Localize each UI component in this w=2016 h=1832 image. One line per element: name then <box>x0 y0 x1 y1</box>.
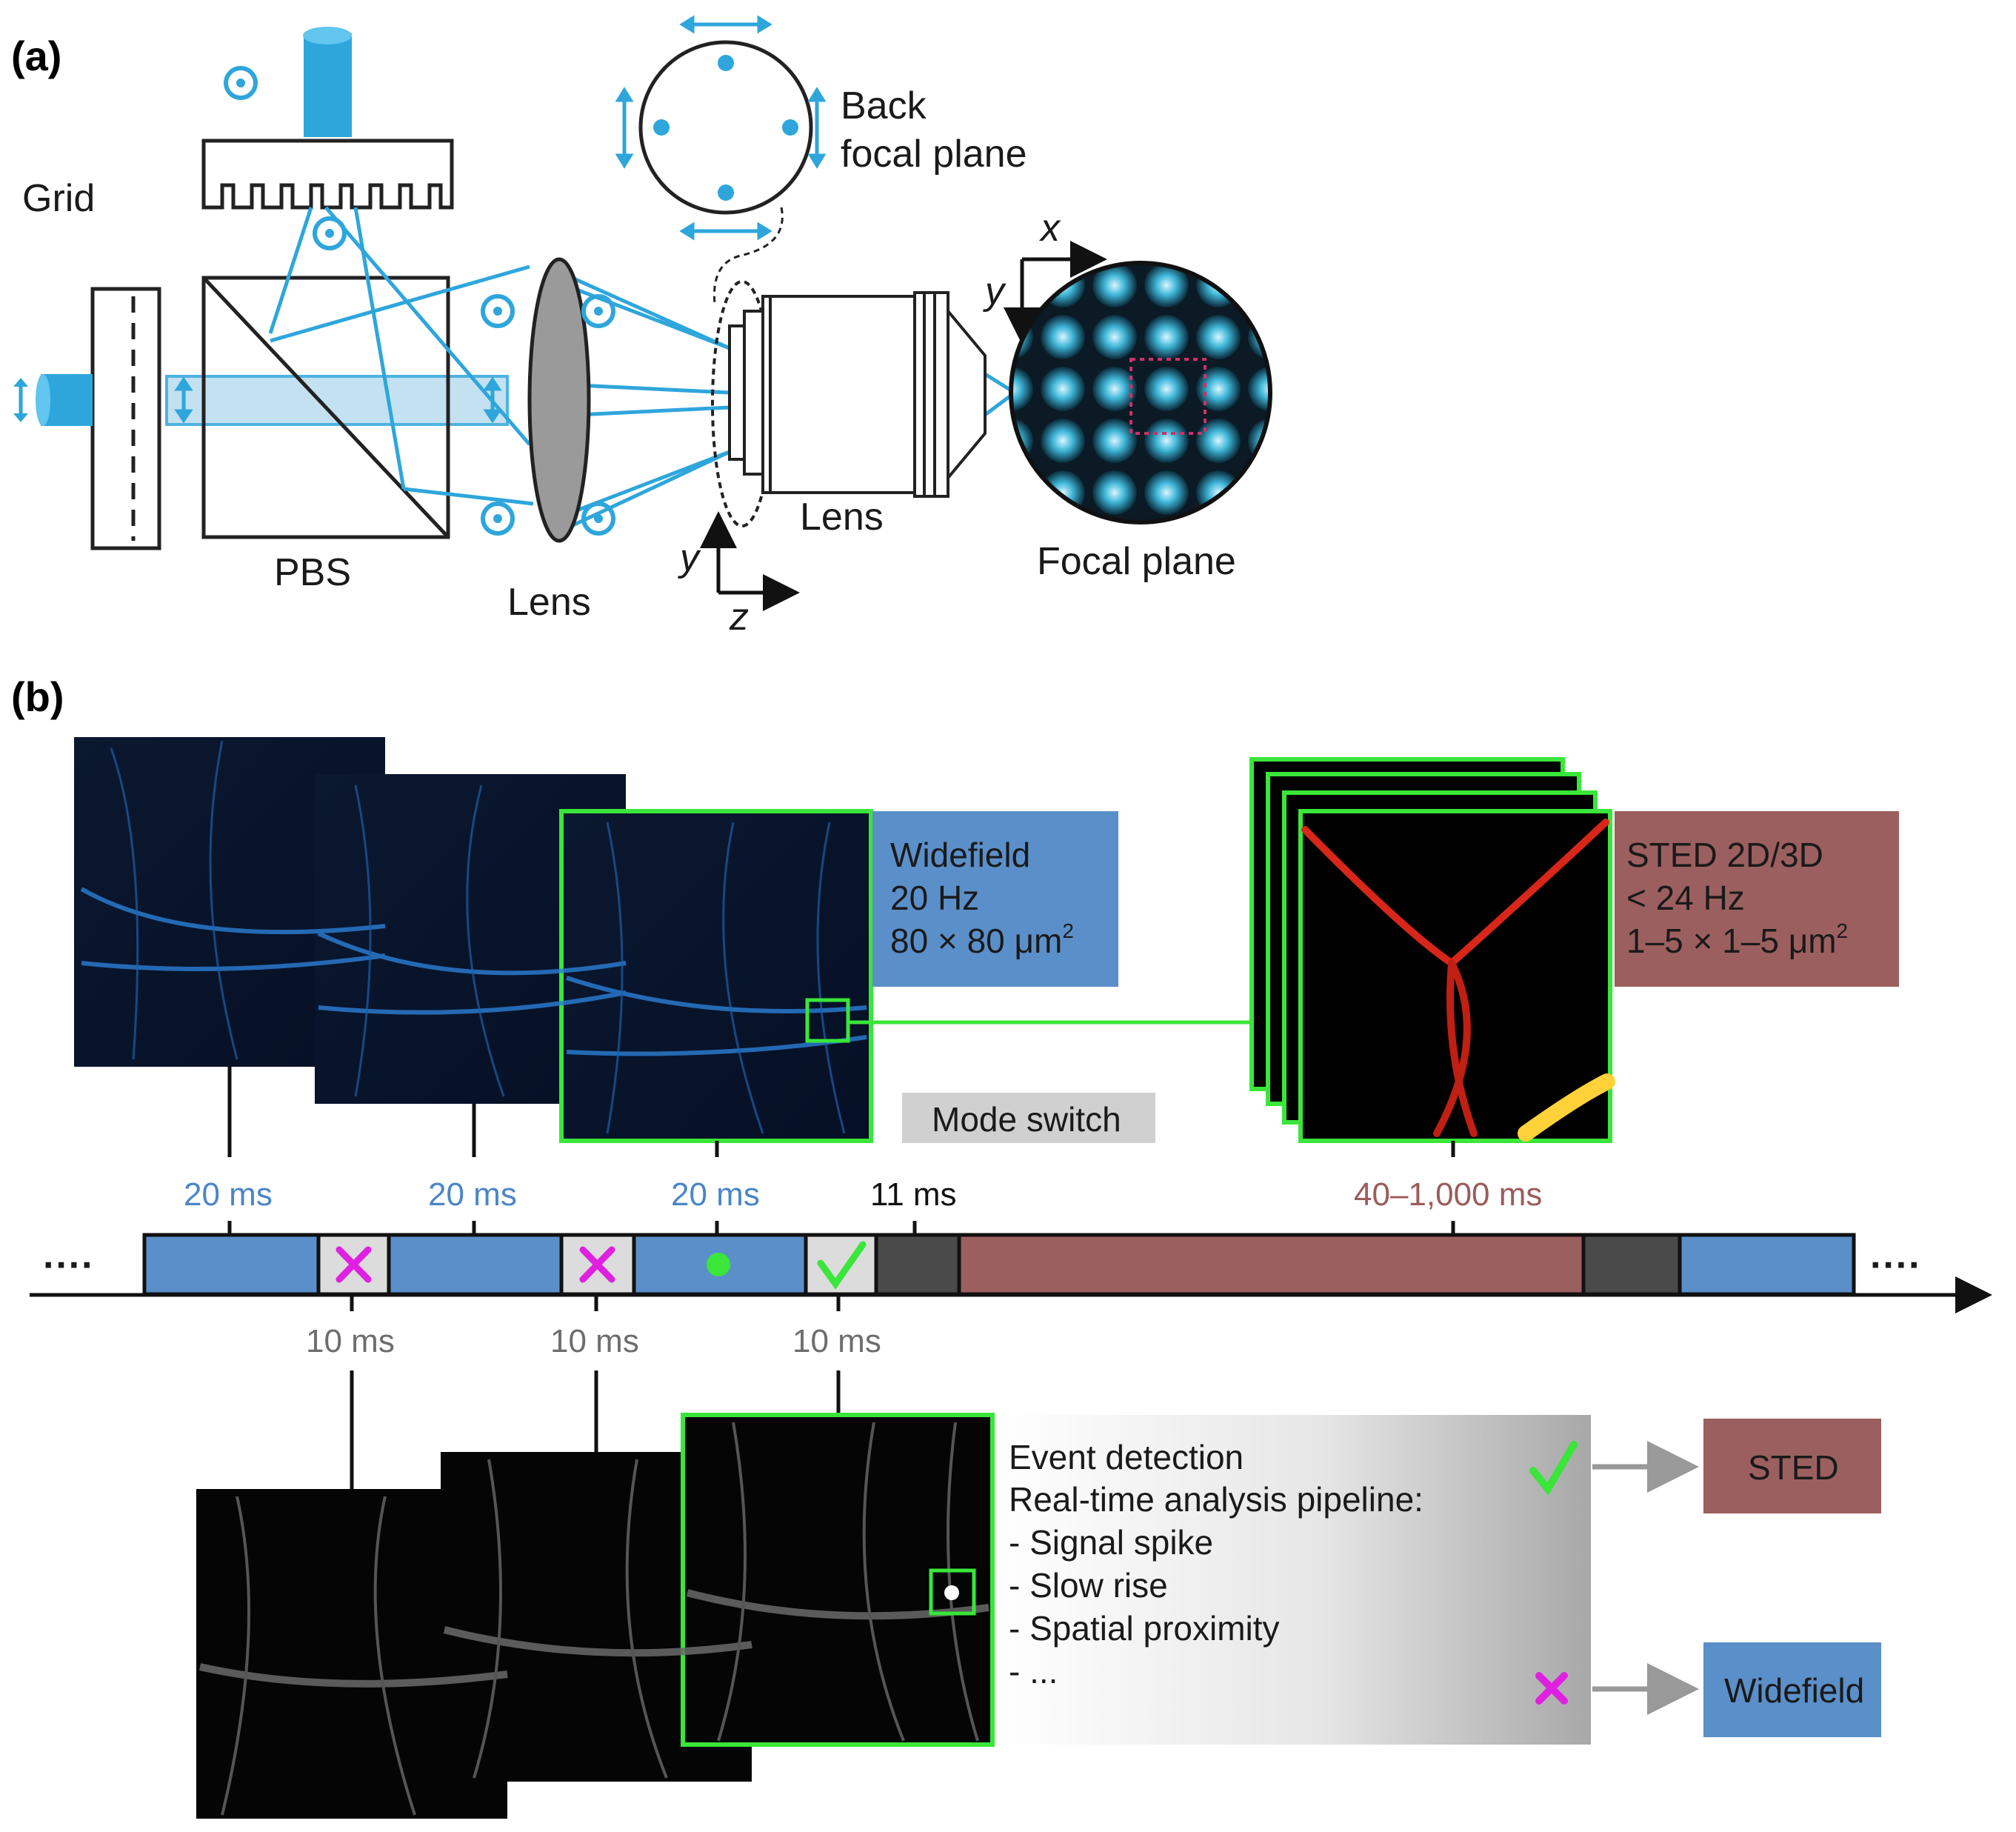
analysis-box <box>992 1415 1591 1745</box>
timeline-ellipsis-right: ···· <box>1870 1244 1921 1287</box>
sted-line3-main: 1–5 × 1–5 μm <box>1626 922 1837 960</box>
out-sted-box <box>1703 1419 1881 1513</box>
back-focal-plane-diagram <box>615 15 827 304</box>
panel-b-label: (b) <box>11 673 64 720</box>
lens-2-label: Lens <box>800 496 884 539</box>
focal-plane-label: Focal plane <box>1037 540 1236 583</box>
out-widefield-label: Widefield <box>1724 1671 1864 1710</box>
widefield-line3: 80 × 80 μm2 <box>890 919 1074 960</box>
lens-polarization-dots <box>493 307 603 523</box>
lens-1-label: Lens <box>507 581 591 624</box>
rays <box>268 206 1016 536</box>
outcome-check-icon <box>1529 1441 1578 1496</box>
yz-axis <box>700 511 800 611</box>
analysis-item-1: - Signal spike <box>1009 1523 1213 1562</box>
timeline-ellipsis-left: ···· <box>43 1244 94 1287</box>
analysis-item-4: - ... <box>1009 1652 1058 1691</box>
widefield-line1: Widefield <box>890 836 1030 874</box>
widefield-info-box <box>872 811 1118 987</box>
panel-a-label: (a) <box>11 33 61 79</box>
detection-dot-icon <box>707 1253 730 1276</box>
beam <box>165 375 509 426</box>
grid-left <box>13 287 161 550</box>
timing-top-1: 20 ms <box>184 1176 273 1213</box>
timing-top-5: 40–1,000 ms <box>1354 1176 1542 1213</box>
pbs-label: PBS <box>274 551 351 594</box>
sted-line2: < 24 Hz <box>1626 879 1745 917</box>
xy-axis <box>1004 241 1107 344</box>
axis-z-label: z <box>729 596 749 639</box>
timing-top-4: 11 ms <box>870 1176 957 1213</box>
grid-top <box>201 27 454 210</box>
analysis-item-3: - Spatial proximity <box>1009 1609 1280 1648</box>
polarization-dot-icon <box>224 66 347 250</box>
widefield-image-stack <box>74 737 873 1143</box>
mode-switch-label: Mode switch <box>932 1100 1121 1139</box>
grid-label: Grid <box>22 177 95 220</box>
widefield-line3-main: 80 × 80 μm <box>890 922 1062 960</box>
analysis-item-2: - Slow rise <box>1009 1566 1168 1605</box>
detection-image-stack <box>196 1413 995 1819</box>
widefield-line3-sup: 2 <box>1062 919 1074 942</box>
timing-bottom-3: 10 ms <box>792 1323 881 1359</box>
focal-plane-pattern <box>1009 261 1272 524</box>
lens-polarization-icons <box>481 294 615 536</box>
reject-icon <box>336 1246 615 1283</box>
axis-y-label: y <box>678 536 701 579</box>
mode-switch-box <box>902 1093 1155 1143</box>
objective-lens <box>711 280 987 527</box>
lens-1 <box>527 257 591 543</box>
timing-top-2: 20 ms <box>428 1176 517 1213</box>
sted-line3-sup: 2 <box>1837 919 1849 942</box>
sted-line3: 1–5 × 1–5 μm2 <box>1626 919 1848 960</box>
axis-x-label: x <box>1038 207 1061 250</box>
accept-check-icon <box>817 1241 867 1290</box>
timing-bottom-2: 10 ms <box>550 1323 639 1359</box>
timing-top-3: 20 ms <box>671 1176 760 1213</box>
axis-y2-label: y <box>983 270 1007 313</box>
outcome-reject-icon <box>1535 1672 1568 1705</box>
analysis-line1: Event detection <box>1009 1438 1244 1476</box>
analysis-line2: Real-time analysis pipeline: <box>1009 1480 1423 1519</box>
timeline-ticks-top <box>227 1067 1455 1236</box>
timing-bottom-1: 10 ms <box>306 1323 395 1359</box>
sted-image-stack <box>1249 757 1615 1143</box>
timeline-ticks-bottom <box>350 1295 841 1489</box>
beam-polarization-icons <box>174 376 502 424</box>
pbs-cube <box>201 276 450 539</box>
widefield-line2: 20 Hz <box>890 879 979 917</box>
back-focal-label-1: Back <box>841 84 927 127</box>
out-sted-label: STED <box>1748 1448 1839 1487</box>
back-focal-label-2: focal plane <box>841 133 1027 176</box>
sted-info-box <box>1615 811 1899 987</box>
out-widefield-box <box>1703 1642 1881 1737</box>
timeline <box>30 1233 1992 1313</box>
sted-line1: STED 2D/3D <box>1626 836 1823 874</box>
